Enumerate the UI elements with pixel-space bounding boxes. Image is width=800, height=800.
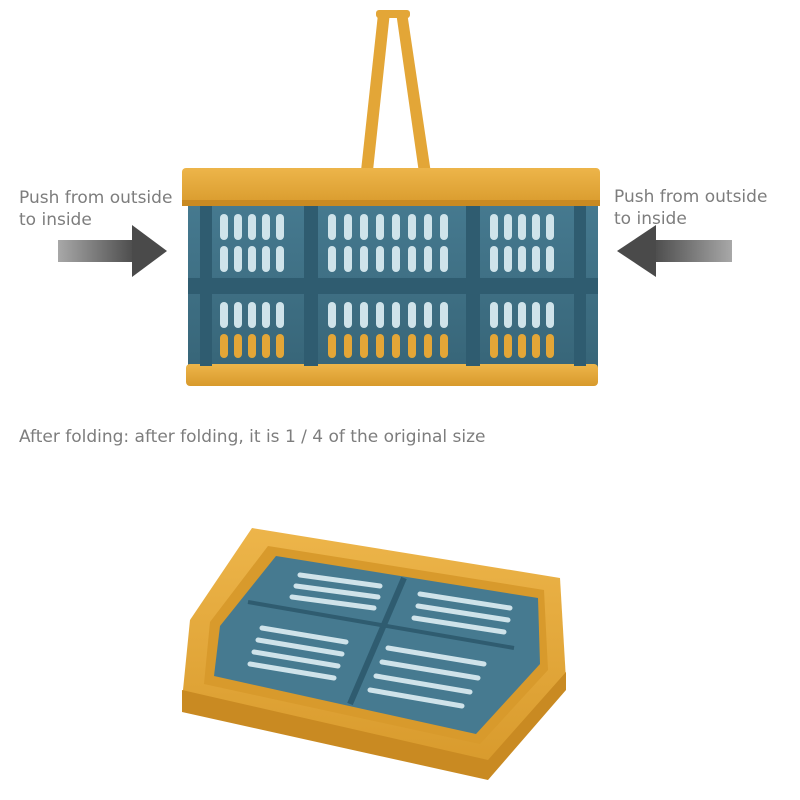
folded-slots <box>247 572 513 709</box>
push-instruction-right-line1: Push from outside <box>614 187 768 207</box>
push-instruction-right-line2: to inside <box>614 209 687 229</box>
basket-slots-lower <box>220 302 554 358</box>
folding-caption: After folding: after folding, it is 1 / … <box>19 427 486 447</box>
push-instruction-right: Push from outside to inside <box>614 186 767 230</box>
unfolded-basket <box>182 10 600 386</box>
arrow-left-icon <box>617 225 732 277</box>
arrow-right-icon <box>58 225 167 277</box>
folded-basket <box>182 528 566 780</box>
push-instruction-left-line2: to inside <box>19 210 92 230</box>
push-instruction-left-line1: Push from outside <box>19 188 173 208</box>
basket-handle <box>348 10 442 188</box>
basket-slots-upper <box>220 214 554 272</box>
push-instruction-left: Push from outside to inside <box>19 187 172 231</box>
